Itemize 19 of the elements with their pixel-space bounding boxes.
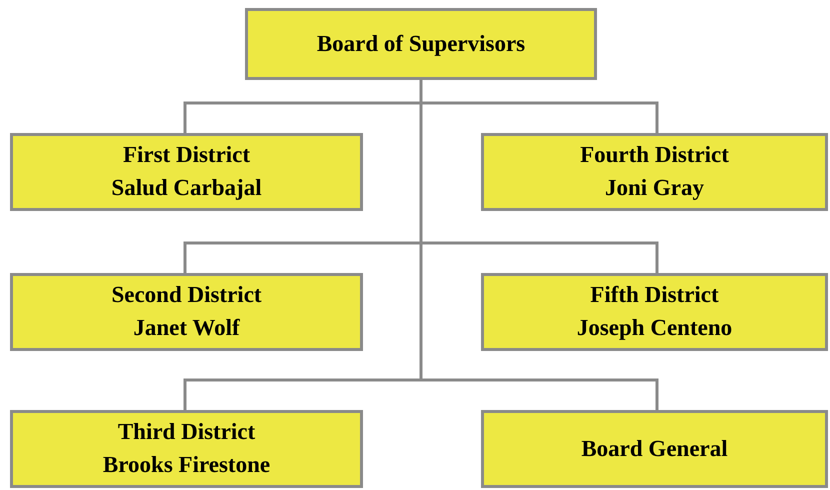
org-box: [481, 410, 828, 488]
org-box: [245, 8, 597, 80]
box-title: Third District: [118, 418, 256, 446]
box-title: Second District: [111, 281, 262, 310]
box-title: Board General: [581, 434, 728, 463]
person-name: Salud Carbajal: [111, 174, 262, 202]
person-name: Joni Gray: [604, 174, 704, 202]
org-box: [481, 273, 828, 351]
person-name: Joseph Centeno: [576, 314, 732, 342]
org-box: [10, 410, 363, 488]
person-name: Janet Wolf: [133, 314, 240, 342]
box-title: First District: [122, 141, 250, 170]
box-title: Board of Supervisors: [316, 30, 526, 58]
org-box: [10, 273, 363, 351]
box-title: Fifth District: [590, 281, 719, 310]
person-name: Brooks Firestone: [102, 451, 270, 479]
org-box: [10, 133, 363, 211]
org-box: [481, 133, 828, 211]
box-title: Fourth District: [580, 141, 729, 170]
